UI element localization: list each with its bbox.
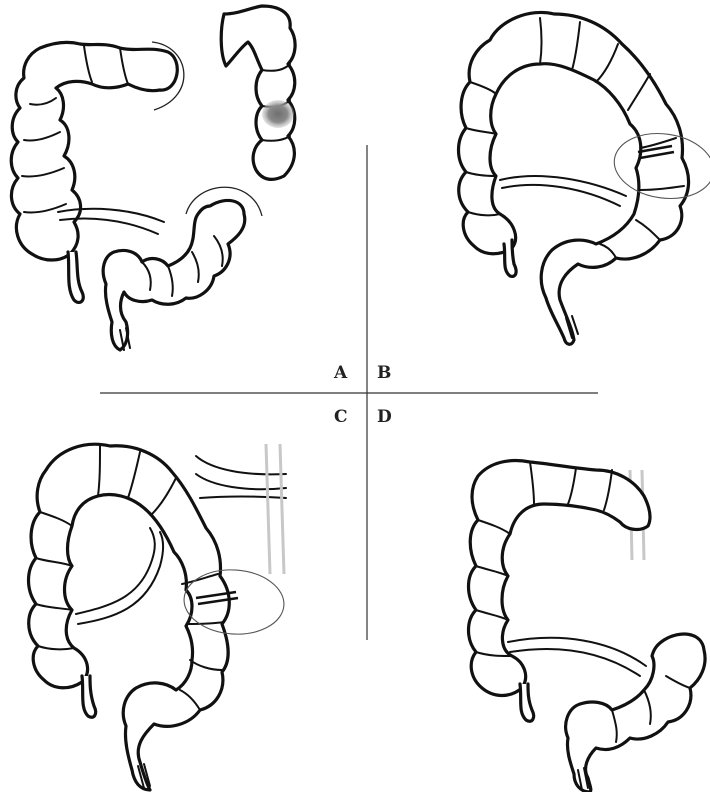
panel-d-colon xyxy=(469,461,706,792)
panel-label-d: D xyxy=(377,407,392,427)
panel-a-appendix xyxy=(68,252,83,302)
panel-a-tumor-lesion xyxy=(262,100,294,128)
panel-label-b: B xyxy=(377,363,391,383)
panel-d-sigmoid-rectum xyxy=(566,634,705,792)
panel-label-c: C xyxy=(334,407,348,427)
panel-a-colon xyxy=(11,6,295,350)
panel-b-colon xyxy=(459,12,710,344)
panel-a-ascending-transverse xyxy=(11,42,177,260)
panel-label-a: A xyxy=(333,363,348,383)
panel-d-colon-remnant xyxy=(469,461,651,696)
panel-c-colon xyxy=(29,444,287,790)
panel-a-resected-segment xyxy=(221,6,295,179)
